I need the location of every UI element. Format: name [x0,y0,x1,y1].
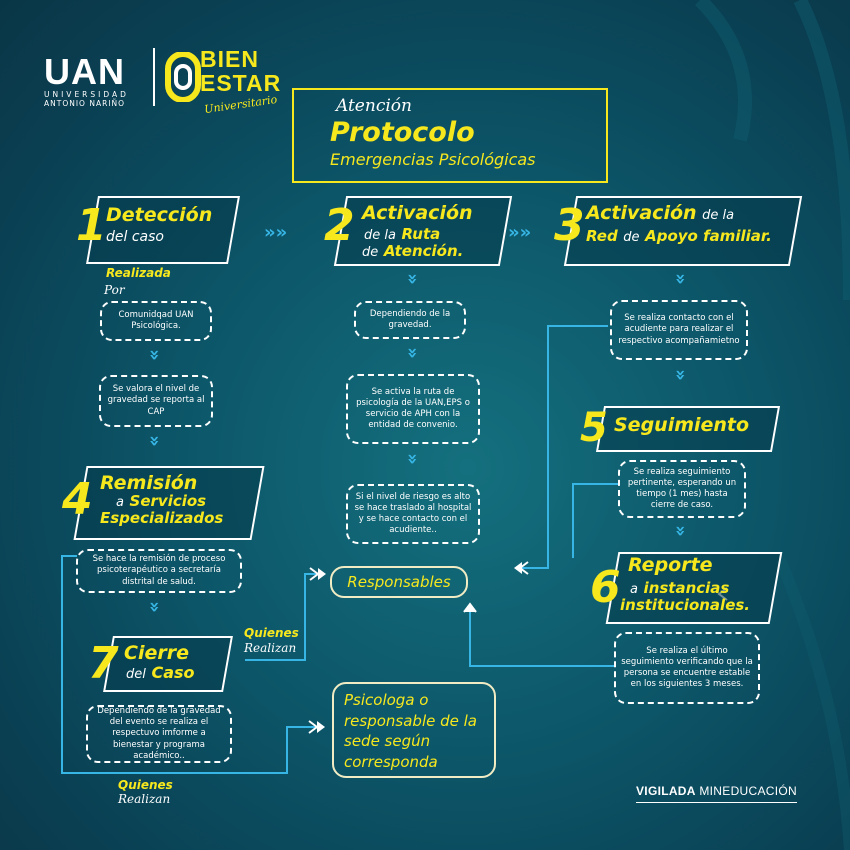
chevron-right-icon: »» [508,222,532,243]
step4-title: Remisión [100,472,198,494]
chevron-down-icon: » [143,435,165,447]
detail-box: Si el nivel de riesgo es alto se hace tr… [346,484,480,544]
chevron-down-icon: » [401,273,423,285]
detail-box: Dependiendo de la gravedad. [354,301,466,339]
responsables-box: Responsables [330,566,468,598]
uan-wordmark: UAN [44,51,125,92]
connector-line [572,483,620,558]
bienestar-estar: ESTAR [200,70,282,96]
step7-sub: del Caso [126,663,195,682]
bienestar-logo: BIEN ESTAR Universitario [164,48,284,118]
uan-line1: UNIVERSIDAD [44,90,129,99]
step6-sub2: institucionales. [620,596,750,614]
arrowhead [514,562,522,574]
detail-box: Se hace la remisión de proceso psicotera… [76,549,242,593]
title-box [292,88,608,183]
step7-number: 7 [88,638,119,689]
uan-line2: ANTONIO NARIÑO [44,99,126,108]
step3-sub: Red de Apoyo familiar. [586,227,772,245]
bienestar-bien: BIEN [200,46,259,72]
step1-subtitle: del caso [106,229,164,245]
chevron-down-icon: » [669,525,691,537]
step5-title: Seguimiento [614,414,750,436]
title-line1: Atención [336,96,412,116]
title-line2: Protocolo [330,117,475,148]
chevron-down-icon: » [143,349,165,361]
realizada-label: Realizada [106,266,171,280]
step2-title: Activación [362,202,473,224]
step6-sub1: a instancias [630,579,730,597]
detail-box: Dependiendo de la gravedad del evento se… [86,705,232,763]
chevron-down-icon: » [143,601,165,613]
step2-sub2: de Atención. [362,242,464,260]
chevron-right-icon: »» [264,222,288,243]
step5-number: 5 [580,405,608,451]
realizan-label: Realizan [118,792,171,806]
detail-box: Se realiza el último seguimiento verific… [614,632,760,704]
title-line3: Emergencias Psicológicas [330,150,536,169]
step1-title: Detección [106,204,213,226]
step6-number: 6 [590,562,621,613]
quienes-label: Quienes [244,626,299,640]
psicologa-box: Psicologa o responsable de la sede según… [332,682,496,778]
step1-number: 1 [76,200,107,251]
step2-sub1: de la Ruta [364,225,441,243]
arrowhead [318,568,326,580]
connector-line [469,612,614,667]
detail-box: Se realiza seguimiento pertinente, esper… [618,460,746,518]
step3-number: 3 [554,200,585,251]
quienes-label: Quienes [118,778,173,792]
step6-title: Reporte [628,554,713,576]
step4-sub2: Especializados [100,509,224,527]
detail-box: Se activa la ruta de psicología de la UA… [346,374,480,444]
detail-box: Se realiza contacto con el acudiente par… [610,300,748,360]
step2-number: 2 [324,200,355,251]
chevron-down-icon: » [669,273,691,285]
detail-box: Se valora el nivel de gravedad se report… [99,375,213,427]
realizan-label: Realizan [244,641,297,655]
chevron-down-icon: » [401,347,423,359]
step4-sub1: a Servicios [116,492,207,510]
vigilada-footer: VIGILADA MINEDUCACIÓN [636,784,797,803]
arrowhead [317,721,325,733]
por-label: Por [104,283,125,297]
vigilada-label: VIGILADA [636,784,696,798]
detail-box: Comunidqad UAN Psicológica. [100,301,212,341]
step4-number: 4 [62,474,93,525]
chevron-down-icon: » [669,369,691,381]
responsables-label: Responsables [347,573,451,591]
psicologa-text: Psicologa o responsable de la sede según… [344,691,477,772]
arrowhead [464,604,476,612]
bienestar-icon [165,52,201,102]
uan-logo: UAN UNIVERSIDAD ANTONIO NARIÑO [44,51,154,109]
step3-title: Activación de la [586,202,735,224]
mineducacion-label: MINEDUCACIÓN [699,784,797,798]
logo-divider [153,48,155,106]
bienestar-universitario: Universitario [203,92,278,117]
chevron-down-icon: » [401,453,423,465]
step7-title: Cierre [124,642,189,664]
